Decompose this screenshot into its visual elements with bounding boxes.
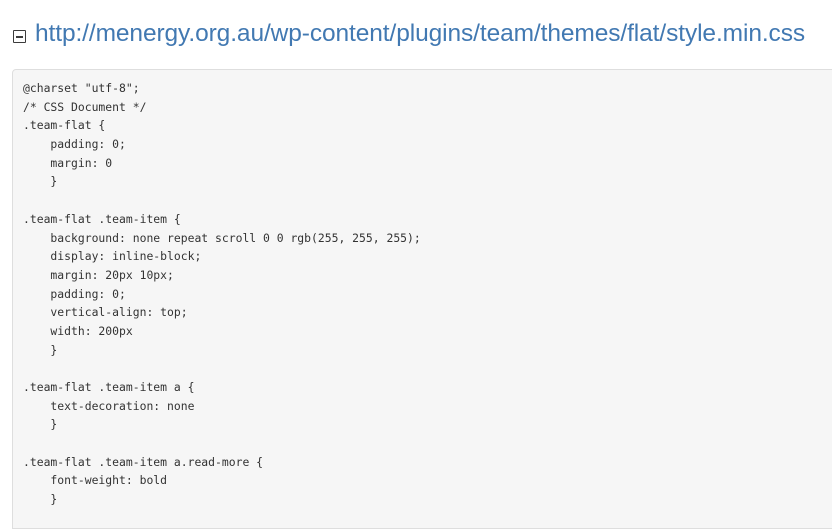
code-line: margin: 0 (23, 155, 113, 170)
code-line: margin: 20px 10px; (23, 267, 174, 282)
source-code-block[interactable]: @charset "utf-8"; /* CSS Document */ .team… (13, 70, 832, 509)
code-line: padding: 0; (23, 286, 126, 301)
code-line: } (23, 492, 58, 507)
source-code-panel[interactable]: @charset "utf-8"; /* CSS Document */ .team… (12, 69, 832, 529)
code-line: vertical-align: top; (23, 305, 188, 320)
code-line (23, 434, 832, 453)
code-line (23, 191, 832, 210)
code-line: .team-flat .team-item a { (23, 380, 195, 394)
code-line: .team-flat .team-item { (23, 211, 181, 226)
code-line: font-weight: bold (23, 473, 168, 488)
code-line: text-decoration: none (23, 398, 195, 413)
code-line: .team-flat { (23, 118, 106, 133)
code-line: width: 200px (23, 323, 133, 338)
collapse-minus-box-icon[interactable] (13, 29, 26, 43)
code-line: .team-flat .team-item a.read-more { (23, 454, 264, 469)
resource-header: http://menergy.org.au/wp-content/plugins… (0, 0, 832, 69)
code-line: background: none repeat scroll 0 0 rgb(2… (23, 230, 421, 245)
code-line: } (23, 417, 58, 432)
resource-url-link[interactable]: http://menergy.org.au/wp-content/plugins… (35, 20, 805, 48)
code-line: /* CSS Document */ (23, 99, 147, 114)
code-line: @charset "utf-8"; (23, 81, 140, 95)
code-line: } (23, 174, 58, 189)
code-line: padding: 0; (23, 137, 126, 152)
code-line: } (23, 342, 58, 357)
code-line (23, 359, 832, 378)
code-line: display: inline-block; (23, 249, 202, 264)
